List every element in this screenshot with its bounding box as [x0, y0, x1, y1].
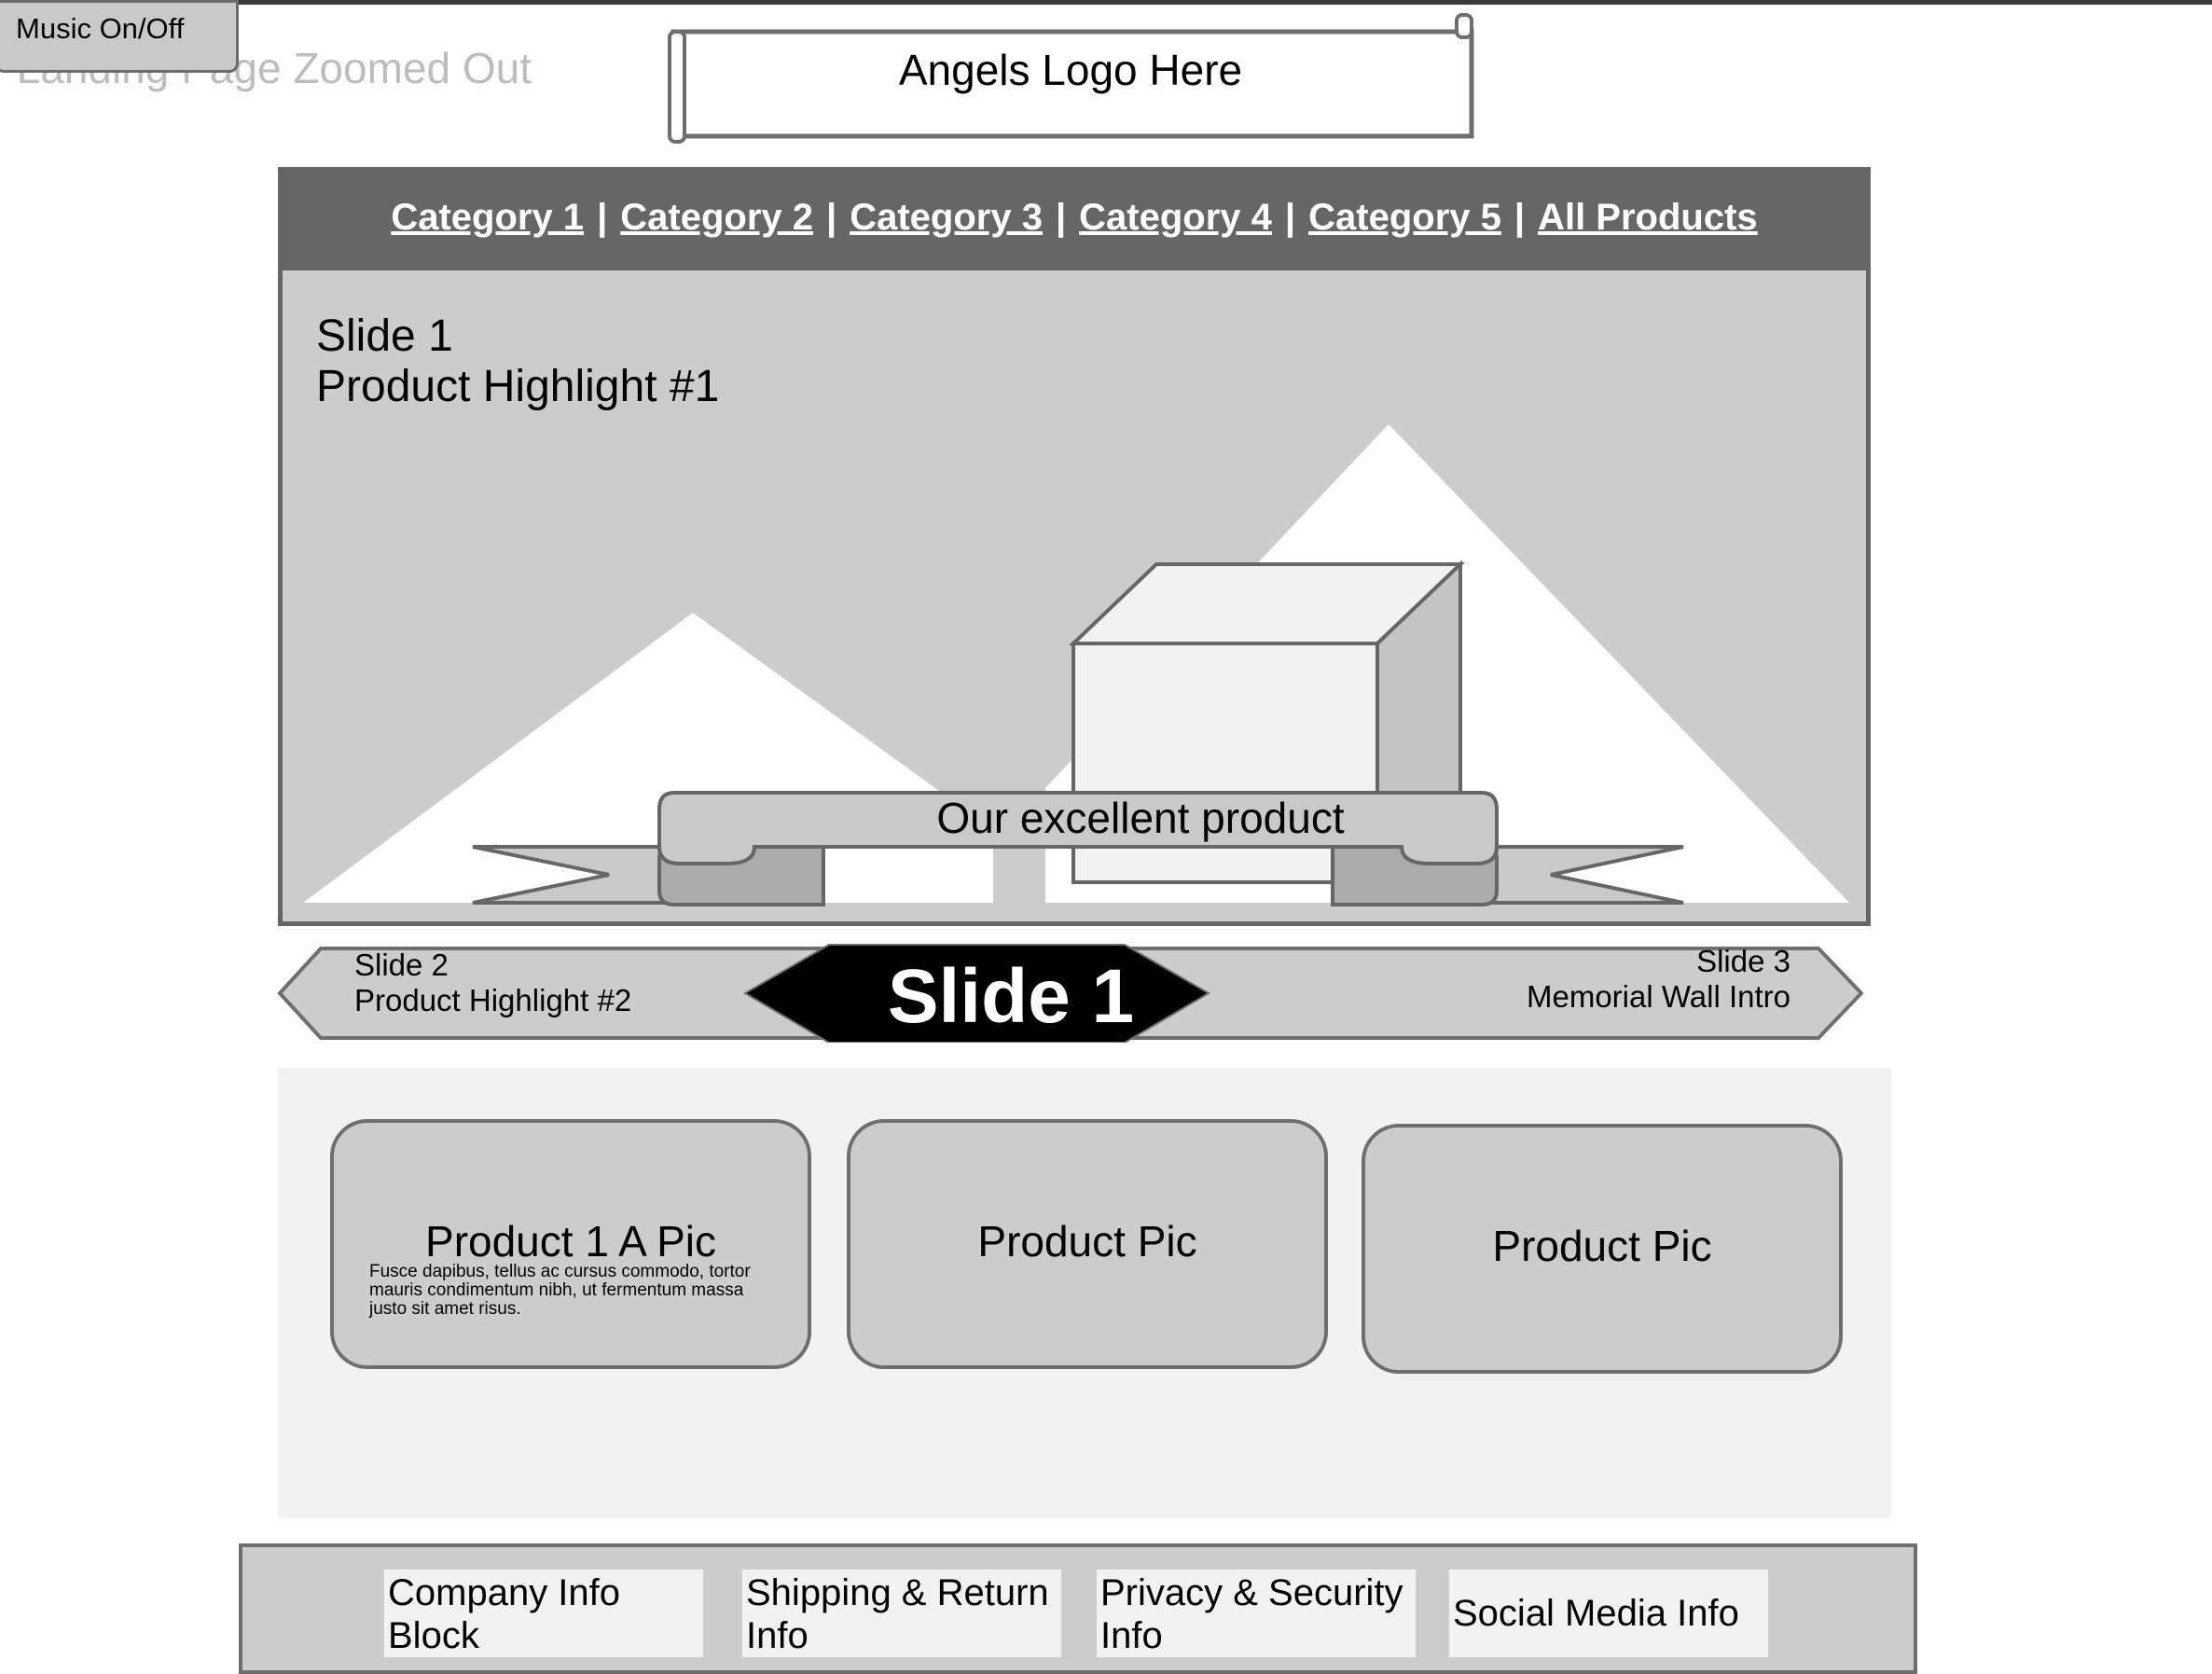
- previous-slide-title: Product Highlight #2: [354, 983, 632, 1017]
- slide-navigator-shape: [277, 944, 1863, 1043]
- footer-privacy-info-line2: Info: [1100, 1615, 1163, 1656]
- product-card[interactable]: Product Pic: [1362, 1124, 1843, 1374]
- footer: Company Info Block Shipping & Return Inf…: [239, 1543, 1917, 1674]
- music-toggle-label: Music On/Off: [16, 12, 185, 45]
- nav-link-all-products[interactable]: All Products: [1538, 196, 1758, 238]
- footer-company-info[interactable]: Company Info Block: [384, 1570, 703, 1657]
- footer-company-info-line1: Company Info: [388, 1572, 621, 1613]
- footer-shipping-info-line2: Info: [746, 1615, 809, 1656]
- category-nav-bar: Category 1 | Category 2 | Category 3 | C…: [278, 167, 1871, 268]
- nav-link-category-5[interactable]: Category 5: [1308, 196, 1501, 238]
- footer-company-info-line2: Block: [388, 1615, 479, 1656]
- nav-link-category-3[interactable]: Category 3: [850, 196, 1043, 238]
- next-slide-link[interactable]: Slide 3 Memorial Wall Intro: [1527, 944, 1790, 1015]
- hero-heading: Slide 1 Product Highlight #1: [316, 311, 719, 412]
- hero-image-placeholder: [303, 424, 1849, 906]
- previous-slide-number: Slide 2: [354, 948, 449, 982]
- product-card[interactable]: Product 1 A Pic Fusce dapibus, tellus ac…: [330, 1119, 811, 1369]
- slide-navigator: Slide 2 Product Highlight #2 Slide 1 Sli…: [276, 944, 1863, 1043]
- product-card-title: Product Pic: [977, 1217, 1197, 1266]
- ribbon-banner-shape: [472, 791, 1684, 906]
- nav-link-category-4[interactable]: Category 4: [1079, 196, 1272, 238]
- hero-headline: Product Highlight #1: [316, 362, 720, 411]
- nav-link-category-1[interactable]: Category 1: [391, 196, 585, 238]
- current-slide-badge: [743, 944, 1210, 1043]
- nav-separator: |: [826, 196, 837, 238]
- footer-social-media-info[interactable]: Social Media Info: [1449, 1570, 1768, 1657]
- nav-link-category-2[interactable]: Category 2: [620, 196, 814, 238]
- current-slide-label: Slide 1: [887, 954, 1135, 1039]
- product-cards-section: Product 1 A Pic Fusce dapibus, tellus ac…: [278, 1068, 1891, 1518]
- footer-shipping-info-line1: Shipping & Return: [746, 1572, 1049, 1613]
- hero-caption: Our excellent product: [936, 794, 1345, 842]
- nav-separator: |: [597, 196, 608, 238]
- nav-separator: |: [1514, 196, 1526, 238]
- logo-banner[interactable]: Angels Logo Here: [664, 11, 1477, 145]
- footer-social-media-info-label: Social Media Info: [1453, 1593, 1739, 1634]
- footer-shipping-info[interactable]: Shipping & Return Info: [742, 1570, 1061, 1657]
- footer-privacy-info-line1: Privacy & Security: [1100, 1572, 1403, 1613]
- previous-slide-link[interactable]: Slide 2 Product Highlight #2: [354, 948, 631, 1018]
- product-card-title: Product Pic: [1492, 1222, 1712, 1270]
- product-card-title: Product 1 A Pic: [425, 1217, 716, 1266]
- logo-placeholder-text: Angels Logo Here: [898, 46, 1243, 94]
- music-toggle-button[interactable]: Music On/Off: [0, 0, 239, 73]
- window-top-border: [0, 0, 2212, 5]
- hero-slide-label: Slide 1: [316, 311, 453, 361]
- scroll-banner-shape: [668, 13, 1474, 144]
- footer-privacy-info[interactable]: Privacy & Security Info: [1097, 1570, 1416, 1657]
- next-slide-number: Slide 3: [1696, 944, 1790, 978]
- hero-slide[interactable]: Slide 1 Product Highlight #1 Our excelle…: [278, 266, 1871, 926]
- product-card-description: Fusce dapibus, tellus ac cursus commodo,…: [369, 1262, 751, 1319]
- product-card[interactable]: Product Pic: [847, 1119, 1328, 1369]
- next-slide-title: Memorial Wall Intro: [1527, 979, 1790, 1014]
- nav-separator: |: [1055, 196, 1067, 238]
- nav-separator: |: [1284, 196, 1296, 238]
